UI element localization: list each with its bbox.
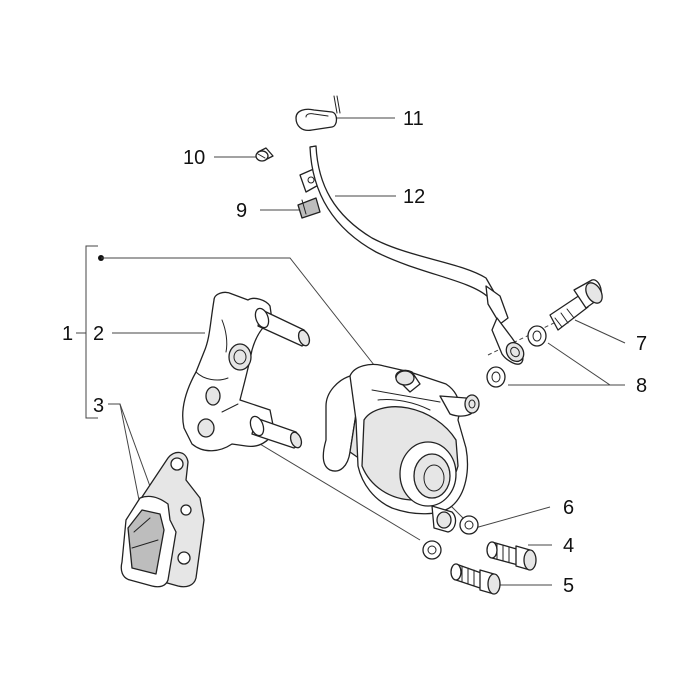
leader-3a [108, 403, 141, 506]
leader-8b [547, 342, 611, 386]
callout-10: 10 [183, 147, 205, 169]
sealing-washers [486, 325, 547, 388]
callout-2: 2 [93, 323, 104, 345]
leader-lines [76, 117, 626, 586]
callout-11: 11 [403, 108, 424, 130]
callout-1: 1 [62, 323, 73, 345]
mounting-bolt-short [486, 541, 537, 571]
banjo-bolt [549, 279, 603, 331]
callout-3: 3 [93, 395, 104, 417]
leader-6 [474, 506, 551, 529]
callout-8: 8 [636, 375, 647, 397]
callout-7: 7 [636, 333, 647, 355]
assembly-line-bolt [487, 319, 561, 356]
brake-pads [120, 451, 205, 588]
callout-5: 5 [563, 575, 574, 597]
bracket-group-1 [85, 245, 98, 419]
mounting-bolt-long [450, 563, 501, 595]
brake-hose [309, 145, 525, 365]
hose-clip [295, 95, 341, 132]
mount-washers [422, 515, 479, 560]
callout-4: 4 [563, 535, 574, 557]
leader-3b [119, 403, 156, 501]
brake-caliper [322, 363, 480, 533]
caliper-bracket [182, 291, 311, 452]
leader-dot-caliper [101, 257, 379, 371]
callout-9: 9 [236, 200, 247, 222]
callout-12: 12 [403, 186, 425, 208]
callout-6: 6 [563, 497, 574, 519]
small-screw [255, 147, 274, 162]
callout-labels: 1 2 3 4 5 6 7 8 9 10 11 12 [62, 108, 647, 597]
leader-7 [574, 319, 626, 344]
